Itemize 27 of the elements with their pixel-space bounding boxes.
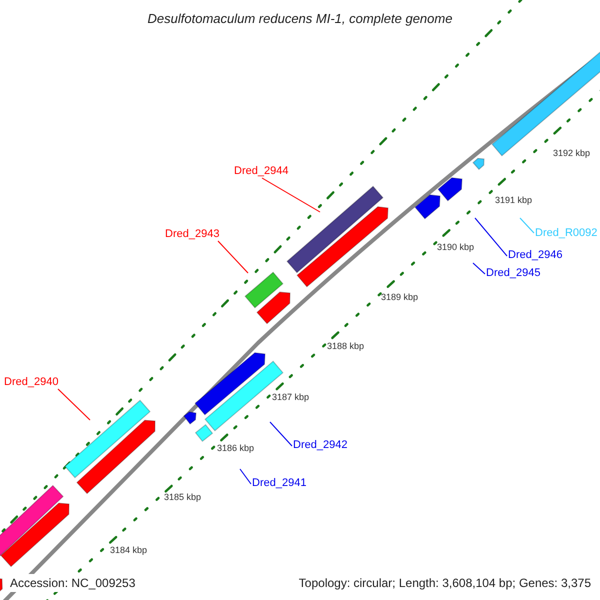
accession-text: Accession: NC_009253 (10, 574, 136, 592)
leader-line (520, 218, 534, 234)
leader-line (58, 388, 90, 420)
gene-label: Dred_R0092 (535, 227, 598, 240)
gene-label: Dred_2946 (508, 249, 562, 262)
leader-line (240, 468, 252, 484)
tick-label: 3188 kbp (327, 341, 364, 352)
tick-label: 3192 kbp (553, 148, 590, 159)
gene-label: Dred_2943 (165, 228, 220, 241)
tick-label: 3189 kbp (381, 292, 418, 303)
gene-label: Dred_2945 (486, 267, 540, 280)
gene-label: Dred_2944 (234, 165, 288, 178)
tick-label: 3191 kbp (495, 195, 532, 206)
title: Desulfotomaculum reducens MI-1, complete genome (146, 10, 454, 28)
leader-line (262, 178, 320, 212)
tick-label: 3184 kbp (110, 545, 148, 556)
gene-label: Dred_2940 (4, 376, 58, 389)
leader-line (474, 218, 508, 256)
leader-line (472, 262, 486, 274)
gene-label: Dred_2942 (293, 439, 348, 452)
leader-line (218, 240, 248, 274)
tick-label: 3186 kbp (217, 443, 254, 454)
tick-label: 3185 kbp (164, 492, 202, 503)
tick-label: 3190 kbp (437, 242, 474, 253)
leader-line (270, 422, 292, 446)
gene-label: Dred_2941 (252, 477, 306, 490)
tick-label: 3187 kbp (272, 392, 310, 403)
